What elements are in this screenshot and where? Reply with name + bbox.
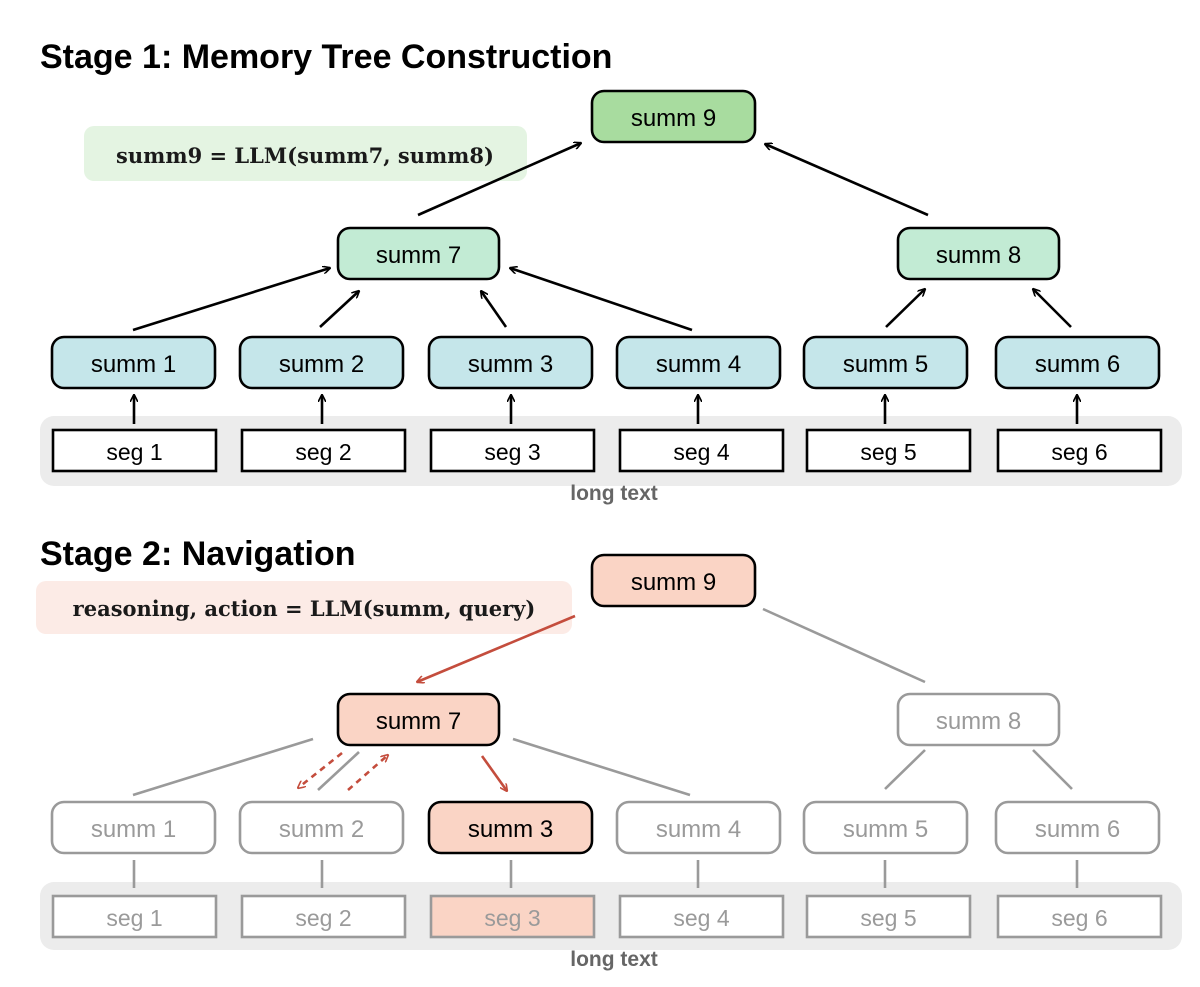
stage2-seg5: seg 5 bbox=[805, 894, 972, 939]
stage1-seg1: seg 1 bbox=[51, 428, 218, 473]
node-label: summ 8 bbox=[936, 708, 1021, 735]
stage1-seg4: seg 4 bbox=[618, 428, 785, 473]
stage1-node-summ5: summ 5 bbox=[802, 335, 969, 390]
stage2-node-summ5: summ 5 bbox=[802, 800, 969, 855]
arrow-summ1-to-summ7 bbox=[132, 268, 330, 332]
stage2-seg6: seg 6 bbox=[996, 894, 1163, 939]
line-summ9-summ8 bbox=[762, 607, 926, 684]
stage1-node-summ4: summ 4 bbox=[615, 335, 782, 390]
stage1-node-summ3: summ 3 bbox=[427, 335, 594, 390]
stage2-formula-box bbox=[36, 581, 572, 634]
node-label: summ 5 bbox=[843, 816, 928, 843]
stage1-seg5: seg 5 bbox=[805, 428, 972, 473]
stage2-long-text-label: long text bbox=[570, 948, 658, 971]
nav-arrow-summ2-to-summ7-dashed bbox=[347, 755, 388, 791]
node-label: summ 2 bbox=[279, 351, 364, 378]
arrow-summ4-to-summ7 bbox=[510, 268, 693, 332]
stage2-connectors bbox=[132, 607, 1079, 888]
stage1-node-summ7: summ 7 bbox=[336, 226, 501, 281]
line-summ7-summ4 bbox=[512, 737, 691, 797]
node-label: summ 9 bbox=[631, 105, 716, 132]
node-label: summ 1 bbox=[91, 816, 176, 843]
seg-label: seg 5 bbox=[860, 439, 916, 465]
stage1-title: Stage 1: Memory Tree Construction bbox=[40, 38, 612, 76]
node-label: summ 3 bbox=[468, 816, 553, 843]
stage2-node-summ8: summ 8 bbox=[896, 692, 1061, 747]
stage1: Stage 1: Memory Tree Construction summ9 … bbox=[40, 38, 1182, 505]
stage1-node-summ2: summ 2 bbox=[238, 335, 405, 390]
node-label: summ 8 bbox=[936, 242, 1021, 269]
node-label: summ 6 bbox=[1035, 351, 1120, 378]
seg-label: seg 1 bbox=[106, 905, 162, 931]
stage2-title: Stage 2: Navigation bbox=[40, 535, 356, 573]
line-summ8-summ6 bbox=[1032, 749, 1073, 790]
stage2: Stage 2: Navigation reasoning, action = … bbox=[36, 535, 1182, 971]
node-label: summ 7 bbox=[376, 242, 461, 269]
stage2-node-summ9: summ 9 bbox=[590, 553, 757, 608]
line-summ7-summ2 bbox=[317, 751, 360, 791]
stage2-node-summ4: summ 4 bbox=[615, 800, 782, 855]
node-label: summ 4 bbox=[656, 816, 741, 843]
stage1-seg3: seg 3 bbox=[429, 428, 596, 473]
node-label: summ 4 bbox=[656, 351, 741, 378]
arrow-summ8-to-summ9 bbox=[765, 144, 929, 217]
seg-label: seg 4 bbox=[673, 439, 729, 465]
nav-arrow-summ7-to-summ2-dashed bbox=[298, 751, 343, 788]
node-label: summ 9 bbox=[631, 569, 716, 596]
stage2-node-summ6: summ 6 bbox=[994, 800, 1161, 855]
stage1-seg2: seg 2 bbox=[240, 428, 407, 473]
nav-arrow-summ7-to-summ3 bbox=[480, 755, 507, 791]
stage2-node-summ3: summ 3 bbox=[427, 800, 594, 855]
seg-label: seg 2 bbox=[295, 905, 351, 931]
node-label: summ 6 bbox=[1035, 816, 1120, 843]
arrow-summ6-to-summ8 bbox=[1033, 289, 1072, 328]
node-label: summ 5 bbox=[843, 351, 928, 378]
stage2-seg3: seg 3 bbox=[429, 894, 596, 939]
arrow-summ5-to-summ8 bbox=[885, 289, 925, 328]
seg-label: seg 4 bbox=[673, 905, 729, 931]
seg-label: seg 1 bbox=[106, 439, 162, 465]
stage2-seg1: seg 1 bbox=[51, 894, 218, 939]
line-summ7-summ1 bbox=[132, 737, 314, 797]
seg-label: seg 2 bbox=[295, 439, 351, 465]
stage2-formula: reasoning, action = LLM(summ, query) bbox=[73, 596, 536, 621]
node-label: summ 7 bbox=[376, 708, 461, 735]
stage2-seg4: seg 4 bbox=[618, 894, 785, 939]
seg-label: seg 5 bbox=[860, 905, 916, 931]
stage1-node-summ9: summ 9 bbox=[590, 89, 757, 144]
seg-label: seg 3 bbox=[484, 439, 540, 465]
stage1-formula: summ9 = LLM(summ7, summ8) bbox=[116, 143, 494, 168]
stage1-node-summ1: summ 1 bbox=[50, 335, 217, 390]
node-label: summ 2 bbox=[279, 816, 364, 843]
arrow-summ7-to-summ9 bbox=[417, 143, 581, 217]
node-label: summ 3 bbox=[468, 351, 553, 378]
stage2-node-summ1: summ 1 bbox=[50, 800, 217, 855]
stage1-arrows bbox=[133, 143, 1077, 424]
seg-label: seg 6 bbox=[1051, 905, 1107, 931]
arrow-summ3-to-summ7 bbox=[481, 291, 508, 328]
stage1-node-summ8: summ 8 bbox=[896, 226, 1061, 281]
stage1-node-summ6: summ 6 bbox=[994, 335, 1161, 390]
stage2-node-summ7: summ 7 bbox=[336, 692, 501, 747]
stage2-node-summ2: summ 2 bbox=[238, 800, 405, 855]
nav-arrow-summ9-to-summ7 bbox=[417, 614, 576, 682]
arrow-summ2-to-summ7 bbox=[319, 291, 359, 328]
stage2-seg2: seg 2 bbox=[240, 894, 407, 939]
node-label: summ 1 bbox=[91, 351, 176, 378]
stage1-formula-box bbox=[84, 126, 527, 181]
seg-label: seg 6 bbox=[1051, 439, 1107, 465]
stage2-navigation-arrows bbox=[298, 614, 576, 791]
stage1-long-text-label: long text bbox=[570, 482, 658, 505]
stage1-seg6: seg 6 bbox=[996, 428, 1163, 473]
seg-label: seg 3 bbox=[484, 905, 540, 931]
line-summ8-summ5 bbox=[884, 749, 926, 790]
